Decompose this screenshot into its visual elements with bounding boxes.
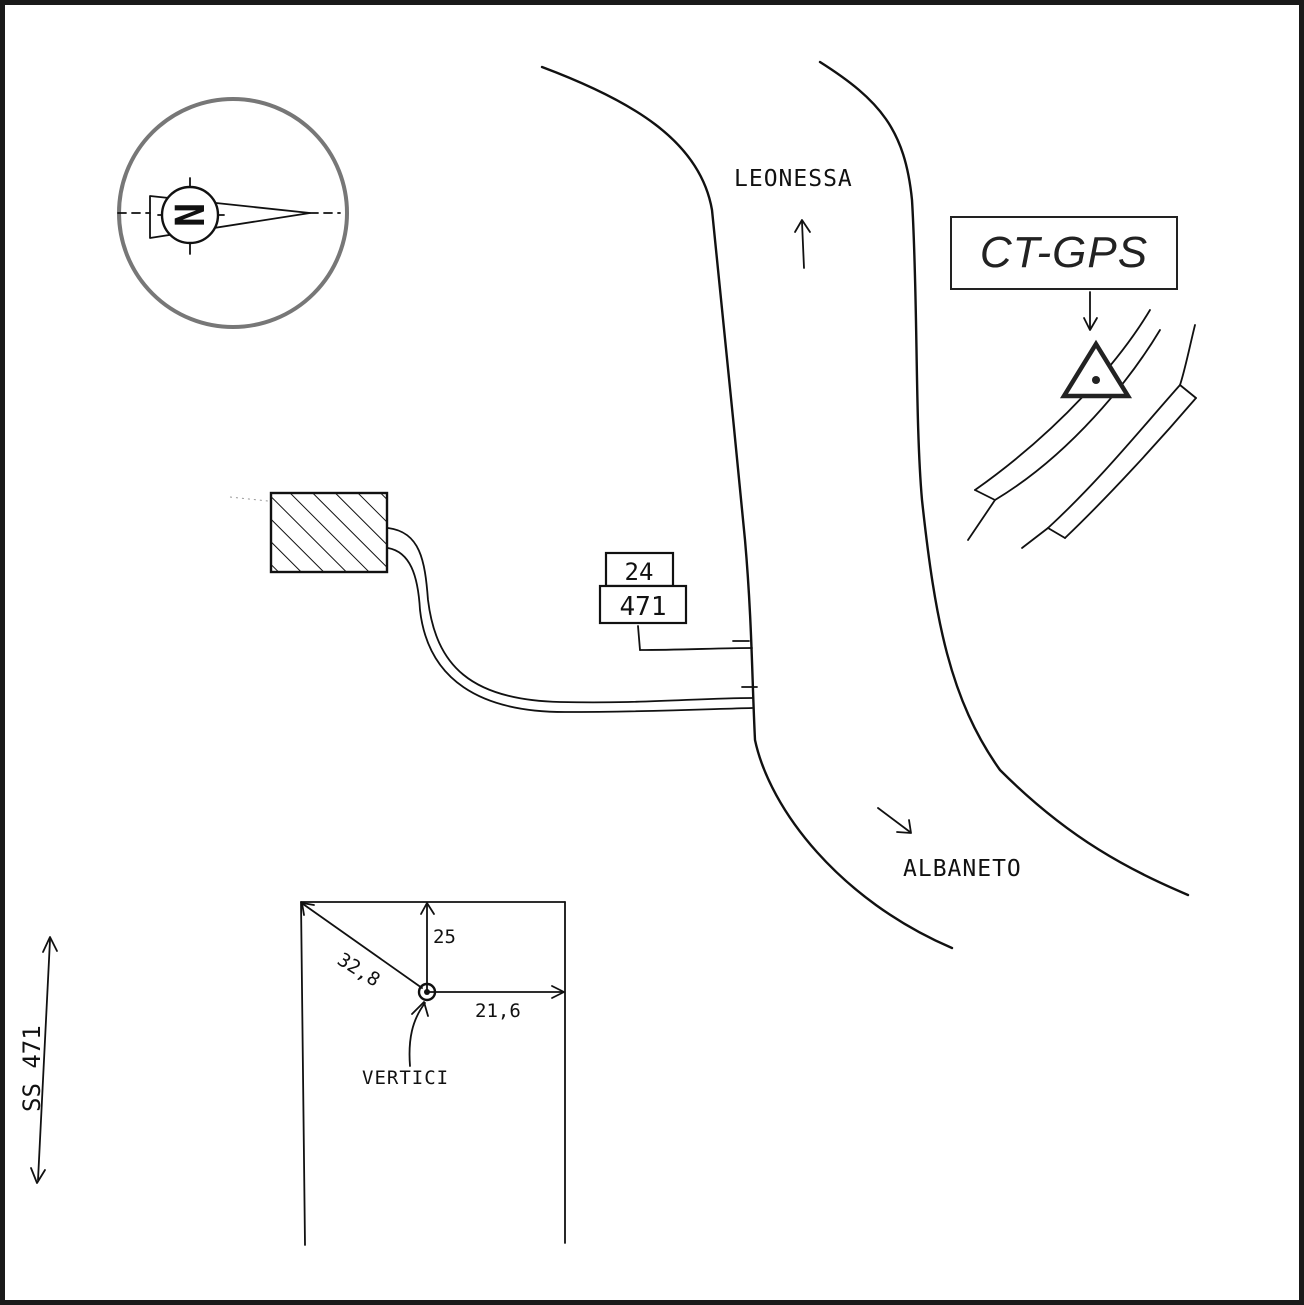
leonessa-label: LEONESSA (734, 166, 853, 192)
vertici-label: VERTICI (362, 1067, 449, 1089)
triangle-survey-point-icon (1059, 291, 1133, 399)
measure-right: 21,6 (475, 1000, 521, 1022)
road-number-bottom: 471 (620, 592, 667, 622)
ctgps-label-box: CT-GPS (950, 216, 1178, 290)
albaneto-direction-arrow-icon (877, 807, 912, 834)
road-number-sign: 24 471 (598, 551, 688, 625)
access-road (387, 527, 753, 713)
ss-road-arrow-icon (30, 936, 58, 1184)
north-arrow-compass-icon: N (117, 97, 349, 329)
road-number-top: 24 (625, 558, 654, 586)
leonessa-direction-arrow-icon (794, 219, 811, 269)
compass-north-letter: N (168, 203, 214, 227)
main-road (540, 60, 1190, 950)
albaneto-label: ALBANETO (903, 856, 1022, 882)
ss-road-label: SS 471 (18, 1025, 46, 1112)
survey-diagram (300, 901, 566, 1246)
hatched-building-icon (229, 491, 389, 574)
measure-top: 25 (433, 926, 456, 948)
railway-tracks (967, 309, 1197, 549)
ctgps-label: CT-GPS (979, 228, 1149, 277)
